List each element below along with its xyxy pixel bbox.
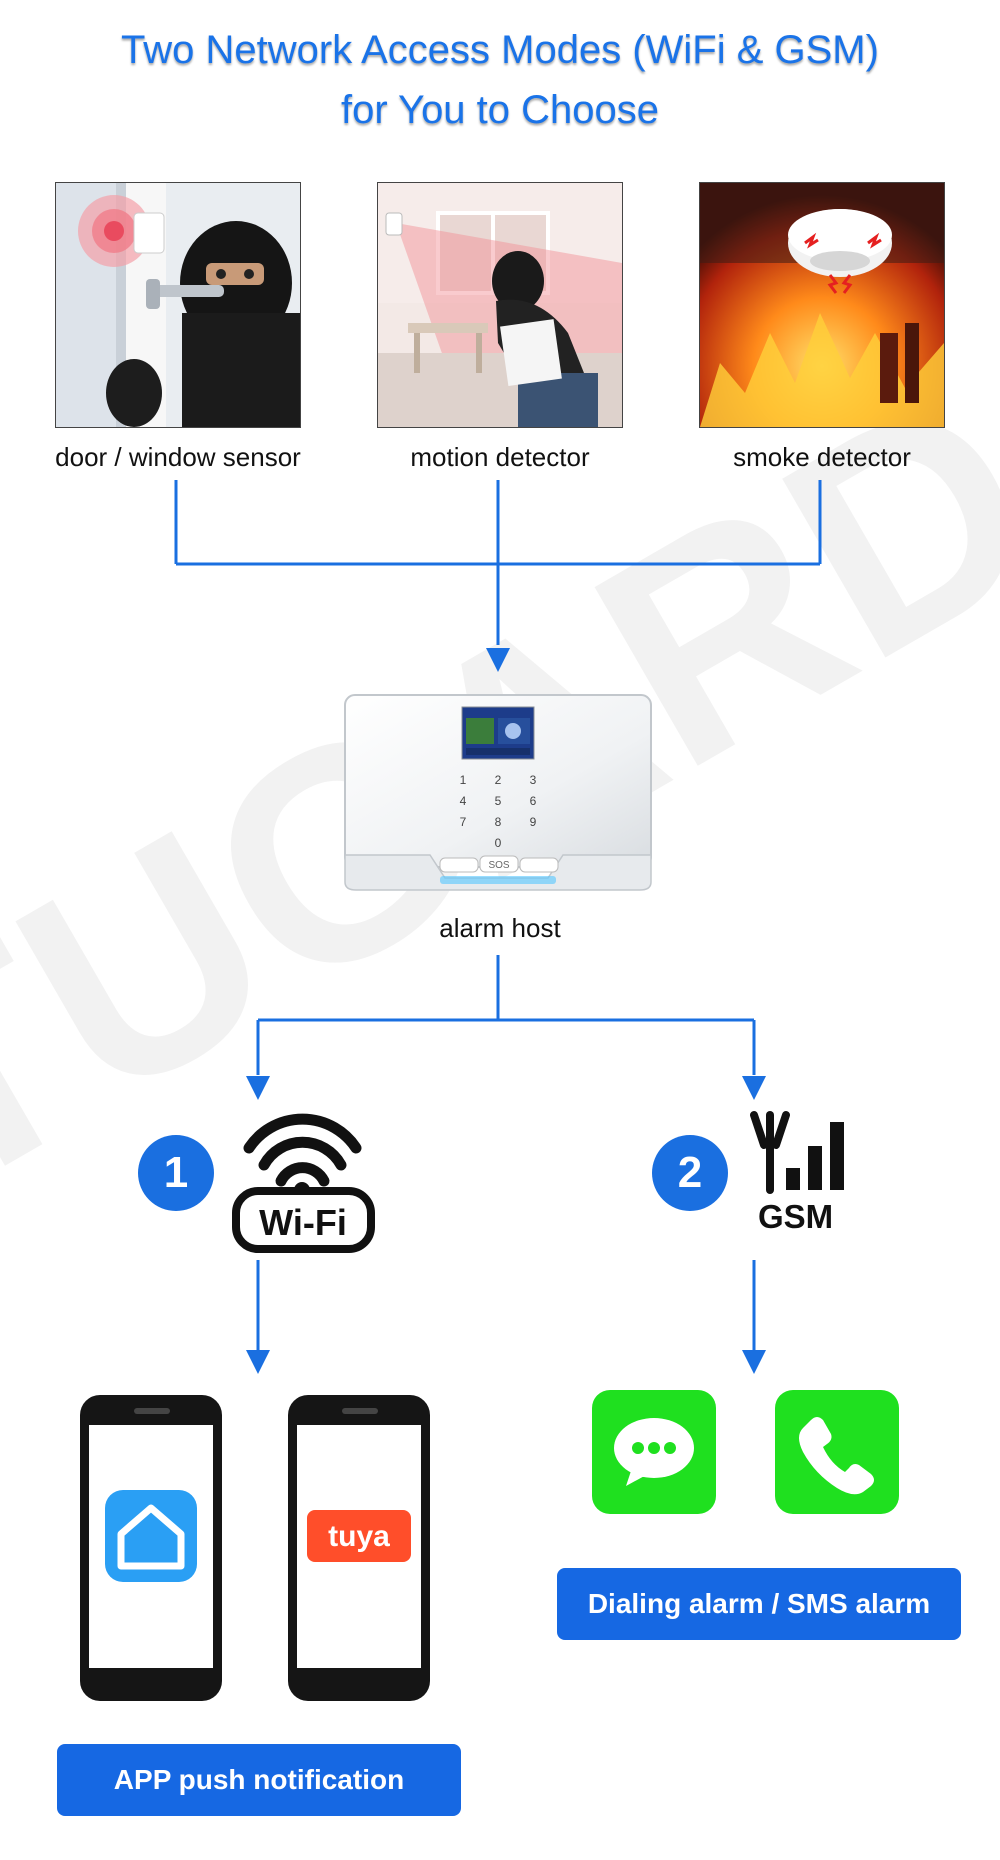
sensor-label-door-window: door / window sensor [55, 442, 301, 472]
keypad-key: 6 [530, 794, 537, 808]
arrow-to-gsm [742, 1076, 766, 1100]
arrow-to-wifi [246, 1076, 270, 1100]
gsm-label: GSM [758, 1198, 834, 1235]
phone-call-app-icon [775, 1390, 899, 1514]
sos-key: SOS [488, 860, 509, 871]
keypad-key: 2 [495, 773, 502, 787]
keypad-key: 3 [530, 773, 537, 787]
smoke-detector-photo [699, 182, 945, 428]
door-window-sensor-photo [55, 182, 301, 428]
page-title-line2: for You to Choose [340, 88, 660, 132]
keypad-key: 8 [495, 815, 502, 829]
wifi-label: Wi-Fi [259, 1202, 347, 1243]
mode-badge-2: 2 [652, 1135, 728, 1211]
page-title-line1: Two Network Access Modes (WiFi & GSM) [121, 28, 879, 72]
tuya-brand: tuya [328, 1520, 390, 1553]
sms-app-icon [592, 1390, 716, 1514]
sensor-label-motion: motion detector [410, 442, 590, 472]
phone-smart-home [80, 1395, 222, 1701]
keypad-key: 1 [460, 773, 467, 787]
arrow-to-sms [742, 1350, 766, 1374]
app-notification-pill: APP push notification [57, 1744, 461, 1816]
keypad-key: 0 [495, 836, 502, 850]
phone-tuya: tuya [288, 1395, 430, 1701]
keypad-key: 5 [495, 794, 502, 808]
keypad-key: 7 [460, 815, 467, 829]
motion-detector-photo [377, 182, 623, 428]
mode-badge-1: 1 [138, 1135, 214, 1211]
alarm-host-label: alarm host [439, 913, 561, 943]
keypad-key: 4 [460, 794, 467, 808]
sms-alarm-pill: Dialing alarm / SMS alarm [557, 1568, 961, 1640]
sensor-label-smoke: smoke detector [733, 442, 911, 472]
arrow-to-host [486, 648, 510, 672]
smart-home-app-icon [105, 1490, 197, 1582]
tuya-app-icon [307, 1510, 411, 1562]
arrow-to-app [246, 1350, 270, 1374]
keypad-key: 9 [530, 815, 537, 829]
